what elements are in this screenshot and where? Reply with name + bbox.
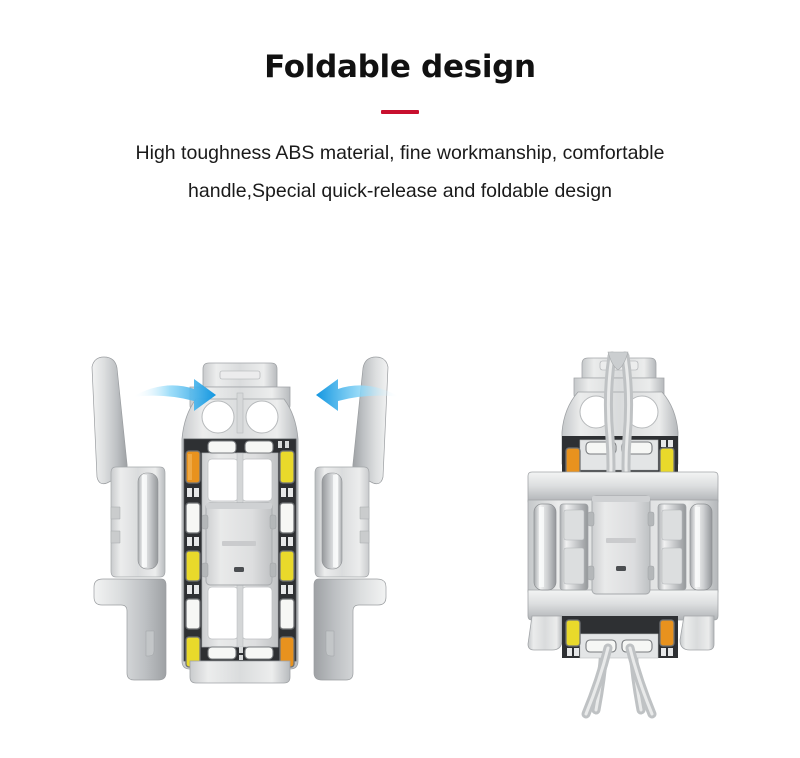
folded-product-alt: Drone landing gear with LED strips shown… [0,340,1,341]
quick-release-module [201,502,277,586]
title-divider [381,110,419,114]
unfolded-product-alt: Drone landing gear with LED strips shown… [0,340,1,341]
folded-bottom-leds [527,615,715,659]
unfolded-landing-gear [80,355,400,720]
header-block: Foldable design High toughness ABS mater… [0,0,800,210]
led-strip-left [185,440,289,668]
folded-landing-gear [508,348,738,720]
led-strip-right [279,450,295,668]
subtitle-line-2: handle,Special quick-release and foldabl… [188,180,612,203]
quick-release-module-folded [587,495,655,595]
folded-arm-tails [581,643,657,719]
fold-arrow-right [316,379,400,411]
central-frame [181,362,299,684]
led-strip-bottom [207,646,274,660]
fold-arrow-left [132,379,216,411]
page-title: Foldable design [264,49,536,85]
subtitle-block: High toughness ABS material, fine workma… [0,134,800,210]
folded-body-block [527,471,719,621]
right-arm-assembly [313,356,389,681]
subtitle-line-1: High toughness ABS material, fine workma… [135,142,665,164]
left-arm-assembly [91,356,167,681]
product-stage: Drone landing gear with LED strips shown… [0,340,800,740]
